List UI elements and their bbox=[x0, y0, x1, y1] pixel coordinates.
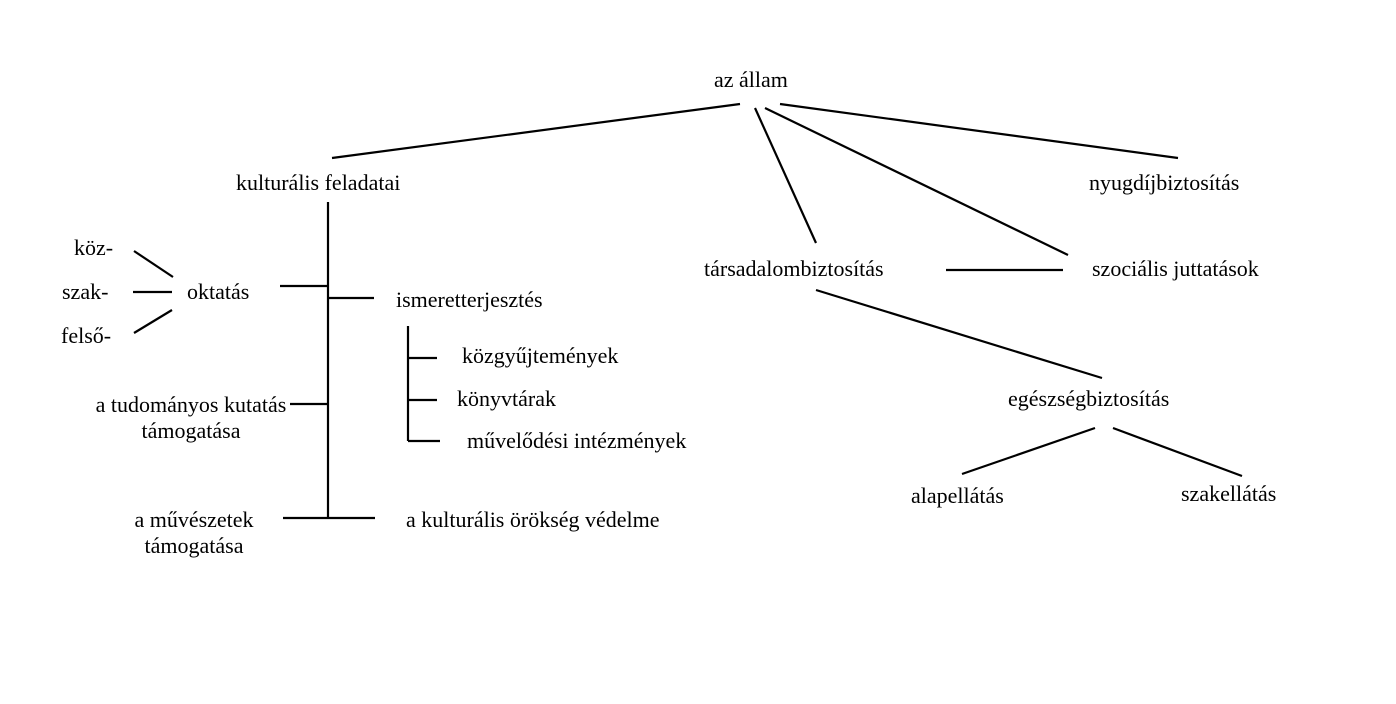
edge-health-specialist bbox=[1112, 426, 1243, 478]
node-libraries: könyvtárak bbox=[457, 386, 556, 411]
edge-health-primary bbox=[961, 426, 1096, 476]
node-cultural-institutions: művelődési intézmények bbox=[467, 428, 687, 453]
node-specialist-care: szakellátás bbox=[1181, 481, 1277, 506]
node-research-line2: támogatása bbox=[141, 418, 241, 443]
node-arts-line1: a művészetek bbox=[134, 507, 254, 532]
node-social-insurance: társadalombiztosítás bbox=[704, 256, 884, 281]
node-research-line1: a tudományos kutatás bbox=[95, 392, 287, 417]
node-root: az állam bbox=[714, 67, 788, 92]
node-research: a tudományos kutatás támogatása bbox=[80, 392, 302, 444]
node-collections: közgyűjtemények bbox=[462, 343, 619, 368]
edge-root-social-insurance bbox=[753, 107, 818, 244]
node-education-public: köz- bbox=[74, 235, 114, 260]
node-arts-line2: támogatása bbox=[144, 533, 244, 558]
node-education: oktatás bbox=[187, 279, 250, 304]
node-arts: a művészetek támogatása bbox=[114, 507, 274, 559]
node-social-benefits: szociális juttatások bbox=[1092, 256, 1259, 281]
node-cultural-tasks: kulturális feladatai bbox=[236, 170, 401, 195]
edge-root-social-benefits bbox=[764, 107, 1069, 256]
edge-root-cultural bbox=[331, 102, 741, 160]
node-education-vocational: szak- bbox=[62, 279, 109, 304]
edge-social-insurance-health bbox=[815, 288, 1103, 380]
node-primary-care: alapellátás bbox=[911, 483, 1004, 508]
edge-education-public bbox=[133, 250, 174, 278]
node-heritage: a kulturális örökség védelme bbox=[406, 507, 660, 532]
node-education-higher: felső- bbox=[61, 323, 112, 348]
node-pension: nyugdíjbiztosítás bbox=[1089, 170, 1240, 195]
edge-education-higher bbox=[133, 309, 173, 334]
node-knowledge-dissemination: ismeretterjesztés bbox=[396, 287, 543, 312]
node-health-insurance: egészségbiztosítás bbox=[1008, 386, 1170, 411]
edge-root-pension bbox=[779, 102, 1179, 160]
